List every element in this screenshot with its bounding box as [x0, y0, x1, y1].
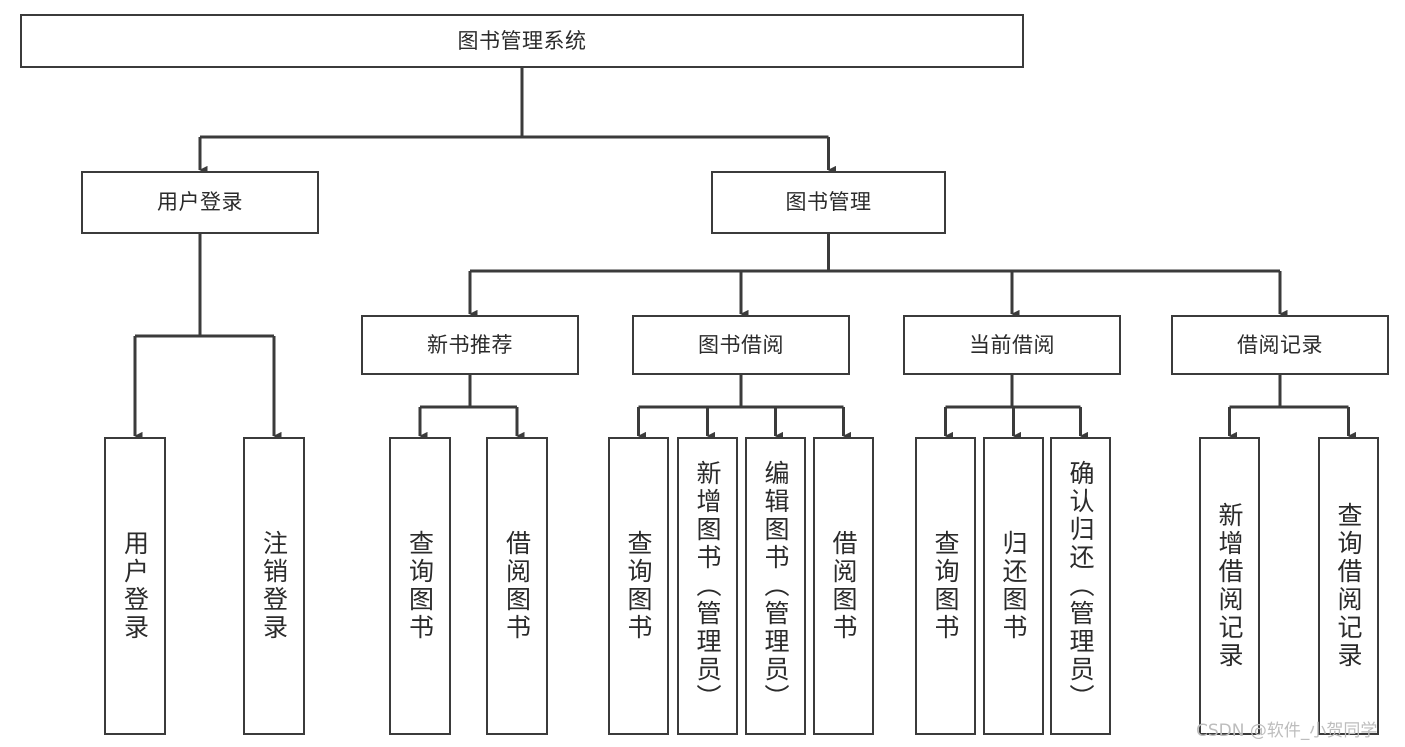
node-label-new-book-recommend: 新书推荐	[427, 332, 513, 357]
node-label-leaf-user-login: 用户登录	[120, 530, 150, 642]
node-label-book-borrow: 图书借阅	[698, 332, 784, 357]
node-new-book-recommend[interactable]: 新书推荐	[361, 315, 579, 375]
node-leaf-query-book-2[interactable]: 查询图书	[608, 437, 669, 735]
node-leaf-return-book[interactable]: 归还图书	[983, 437, 1044, 735]
node-borrow-record[interactable]: 借阅记录	[1171, 315, 1389, 375]
node-label-leaf-query-book-3: 查询图书	[931, 530, 960, 642]
node-leaf-add-record[interactable]: 新增借阅记录	[1199, 437, 1260, 735]
node-label-book-manage: 图书管理	[785, 190, 872, 215]
node-label-user-login: 用户登录	[157, 190, 243, 215]
node-leaf-query-book-3[interactable]: 查询图书	[915, 437, 976, 735]
node-leaf-borrow-book-1[interactable]: 借阅图书	[486, 437, 548, 735]
node-label-borrow-record: 借阅记录	[1237, 332, 1323, 357]
node-leaf-query-book-1[interactable]: 查询图书	[389, 437, 451, 735]
edge-group	[133, 68, 1357, 441]
node-leaf-logout[interactable]: 注销登录	[243, 437, 305, 735]
node-leaf-query-record[interactable]: 查询借阅记录	[1318, 437, 1379, 735]
node-label-leaf-add-record: 新增借阅记录	[1215, 502, 1244, 670]
node-label-leaf-borrow-book-1: 借阅图书	[502, 530, 532, 642]
node-label-leaf-logout: 注销登录	[259, 530, 289, 642]
node-label-leaf-query-record: 查询借阅记录	[1334, 502, 1363, 670]
node-leaf-user-login[interactable]: 用户登录	[104, 437, 166, 735]
node-label-leaf-query-book-1: 查询图书	[405, 530, 435, 642]
node-label-leaf-add-book: 新增图书（管理员）	[693, 460, 722, 712]
node-book-borrow[interactable]: 图书借阅	[632, 315, 850, 375]
node-label-leaf-borrow-book-2: 借阅图书	[829, 530, 858, 642]
node-label-root: 图书管理系统	[457, 28, 587, 53]
node-label-leaf-confirm-return: 确认归还（管理员）	[1066, 460, 1095, 712]
node-leaf-confirm-return[interactable]: 确认归还（管理员）	[1050, 437, 1111, 735]
node-leaf-borrow-book-2[interactable]: 借阅图书	[813, 437, 874, 735]
node-label-leaf-return-book: 归还图书	[999, 530, 1028, 642]
node-root[interactable]: 图书管理系统	[20, 14, 1024, 68]
node-label-leaf-query-book-2: 查询图书	[624, 530, 653, 642]
node-label-leaf-edit-book: 编辑图书（管理员）	[761, 460, 790, 712]
watermark-text: CSDN @软件_小贺同学	[1196, 721, 1378, 741]
node-book-manage[interactable]: 图书管理	[711, 171, 946, 234]
node-user-login[interactable]: 用户登录	[81, 171, 319, 234]
node-label-current-borrow: 当前借阅	[969, 332, 1055, 357]
node-leaf-add-book[interactable]: 新增图书（管理员）	[677, 437, 738, 735]
node-current-borrow[interactable]: 当前借阅	[903, 315, 1121, 375]
node-leaf-edit-book[interactable]: 编辑图书（管理员）	[745, 437, 806, 735]
